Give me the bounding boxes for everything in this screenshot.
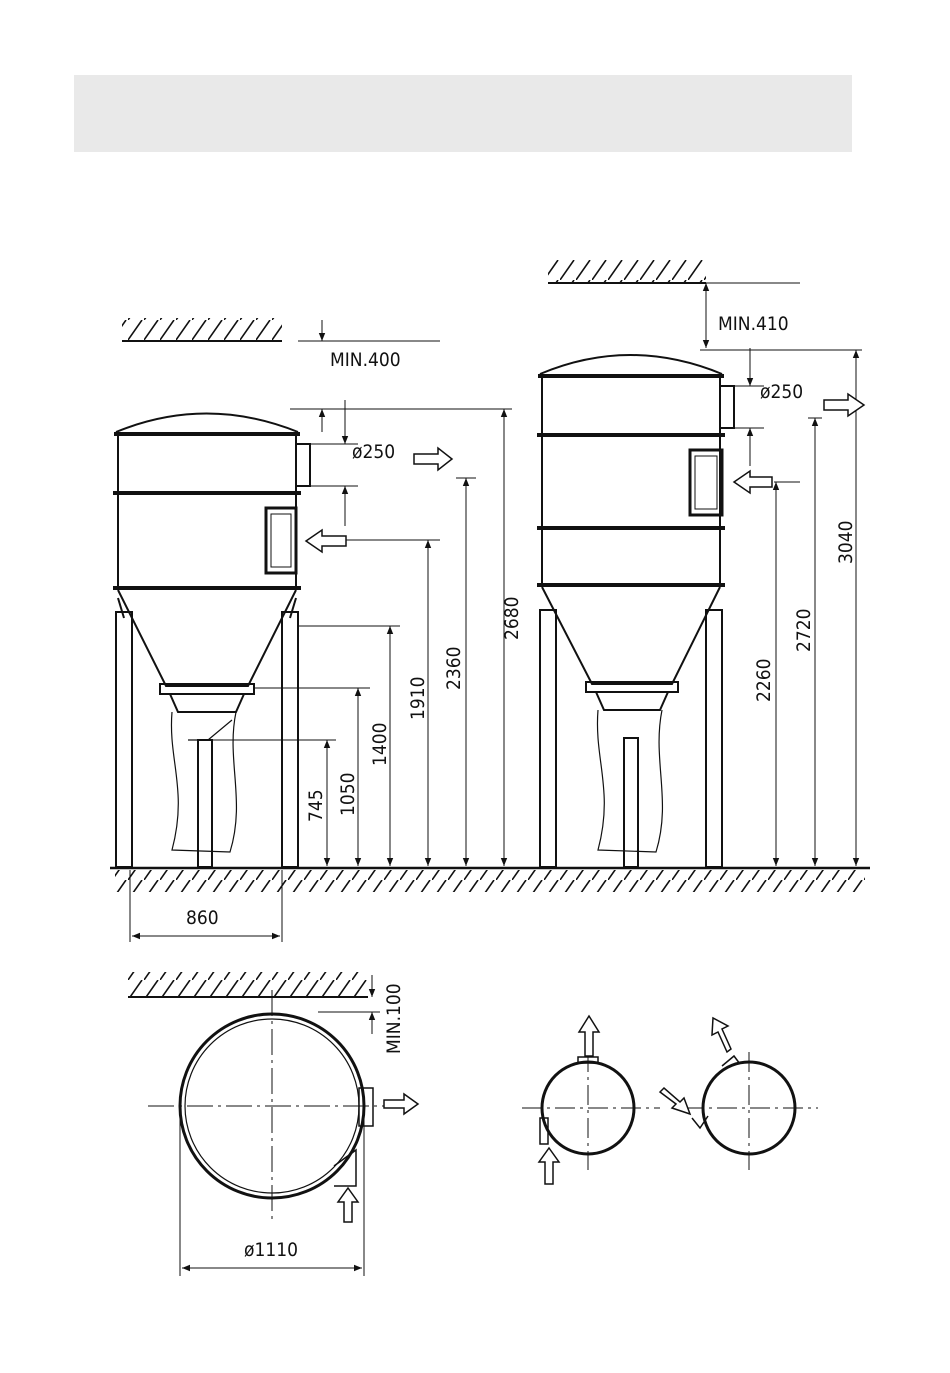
floor	[110, 868, 870, 892]
inlet-arrow-icon	[539, 1148, 559, 1184]
filter-unit-right	[537, 355, 734, 867]
inlet-arrow-icon	[306, 530, 346, 552]
inlet-option-a-arrows	[539, 1016, 599, 1184]
height-label-1910: 1910	[407, 677, 429, 721]
inlet-arrow-icon	[660, 1088, 690, 1114]
inlet-option-a	[522, 1052, 660, 1170]
air-arrows-left	[306, 448, 452, 552]
inlet-arrow-icon	[338, 1188, 358, 1222]
min-ceiling-left-label: MIN.400	[330, 349, 401, 371]
height-label-2680: 2680	[501, 597, 523, 641]
plan-arrows	[338, 1094, 418, 1222]
ceiling-left	[122, 318, 282, 341]
width-label: 860	[186, 907, 219, 929]
outlet-dia-left-label: ø250	[352, 441, 395, 463]
dimensions-left	[130, 320, 512, 942]
dimensions-right	[700, 283, 862, 866]
ceiling-right	[548, 260, 706, 283]
air-arrows-right	[734, 394, 864, 493]
outlet-dia-right-label: ø250	[760, 381, 803, 403]
inlet-arrow-icon	[734, 471, 772, 493]
dimension-labels: MIN.400 ø250 860 2680 2360 1910 1400 105…	[186, 313, 857, 1261]
diameter-label: ø1110	[244, 1239, 298, 1261]
height-label-3040: 3040	[835, 521, 857, 565]
outlet-arrow-icon	[824, 394, 864, 416]
height-label-2360: 2360	[443, 647, 465, 691]
outlet-arrow-icon	[414, 448, 452, 470]
inlet-option-b-arrows	[660, 1018, 731, 1114]
outlet-arrow-icon	[384, 1094, 418, 1114]
filter-unit-left	[113, 414, 310, 868]
outlet-arrow-icon	[712, 1018, 731, 1052]
height-label-2720: 2720	[793, 609, 815, 653]
plan-view	[128, 972, 396, 1276]
min-wall-label: MIN.100	[383, 983, 405, 1054]
height-label-1400: 1400	[369, 723, 391, 767]
outlet-arrow-icon	[579, 1016, 599, 1056]
inlet-option-b	[684, 1052, 818, 1170]
min-ceiling-right-label: MIN.410	[718, 313, 789, 335]
height-label-2260: 2260	[753, 659, 775, 703]
height-label-745: 745	[305, 789, 327, 822]
height-label-1050: 1050	[337, 773, 359, 817]
